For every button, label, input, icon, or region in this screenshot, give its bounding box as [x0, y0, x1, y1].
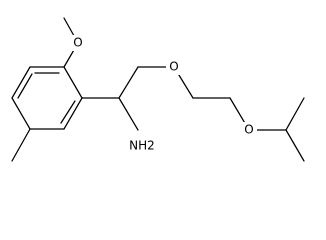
bond-ring-to-methyl	[11, 128, 31, 162]
methoxy-oxygen-knockout	[70, 35, 86, 51]
methoxy-oxygen-label: O	[73, 36, 82, 50]
ether-oxygen-1-knockout	[166, 59, 182, 75]
ring-double-bond-bottom-right	[60, 100, 76, 124]
structure-diagram: O O O NH2	[11, 17, 305, 162]
bond-isopropyl-to-bottom-methyl	[285, 129, 305, 162]
bond-isopropyl-to-top-methyl	[285, 97, 305, 131]
bond-alpha-carbon-to-amine	[118, 97, 139, 131]
ring-double-bond-left	[17, 73, 33, 99]
ether-oxygen-1-label: O	[169, 60, 178, 74]
bond-alpha-carbon-to-ch2	[118, 66, 139, 99]
ether-oxygen-2-label: O	[244, 123, 253, 137]
ether-oxygen-2-knockout	[241, 122, 257, 138]
ring-bond-bottom-right	[63, 97, 83, 130]
ring-bond-bottom-left	[11, 97, 31, 130]
benzene-ring	[11, 66, 83, 130]
ring-bond-top-right	[63, 66, 83, 99]
amine-knockout	[130, 138, 154, 154]
ring-bond-top-left	[11, 66, 31, 99]
chemical-structure: O O O NH2	[11, 17, 305, 162]
amine-label: NH2	[129, 139, 155, 153]
